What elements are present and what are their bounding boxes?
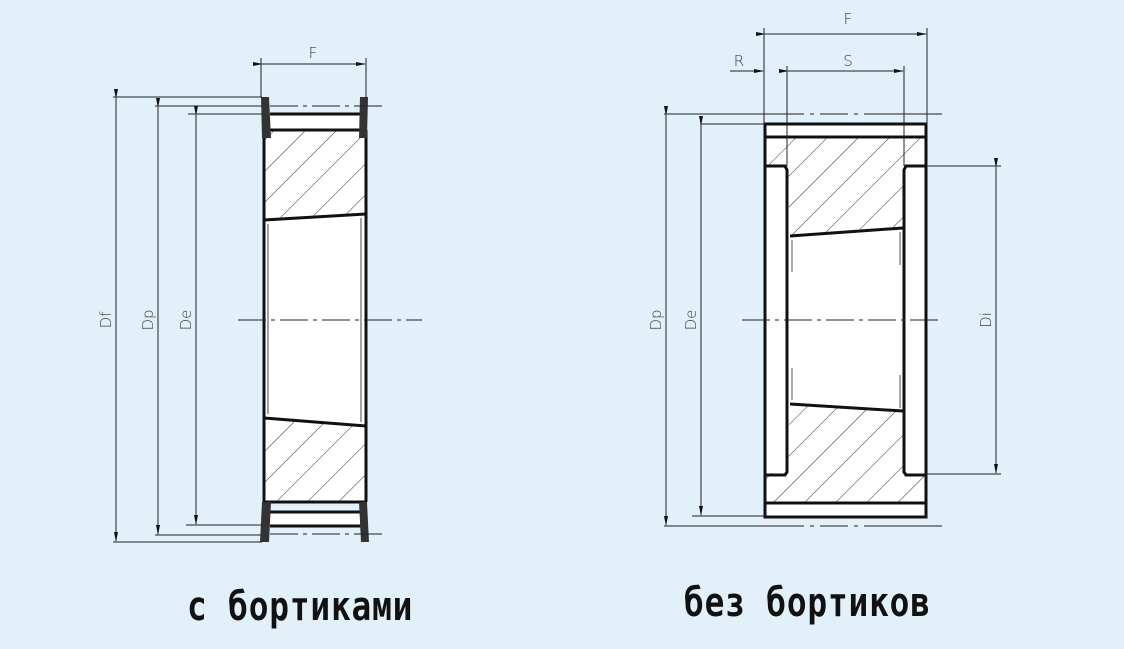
flange-right-bottom	[359, 502, 369, 542]
dim-label-r: R	[734, 52, 744, 70]
dim-label-dp-left: Dp	[139, 309, 157, 330]
dim-label-di: Di	[977, 312, 995, 328]
dim-label-dp-right: Dp	[647, 309, 665, 330]
caption-without-flanges: без бортиков	[684, 580, 931, 626]
left-pulley-view: F Df Dp De	[97, 44, 422, 543]
flange-left-bottom	[260, 502, 271, 542]
dim-label-df: Df	[97, 311, 115, 329]
hub-section-bottom	[264, 418, 366, 502]
right-pulley-view: F R S Dp De Di	[647, 10, 1001, 527]
flange-right-top	[359, 97, 368, 138]
caption-with-flanges: с бортиками	[187, 584, 414, 630]
dim-label-f-right: F	[844, 10, 853, 28]
dim-label-de-right: De	[682, 310, 700, 331]
dim-label-de-left: De	[177, 310, 195, 331]
hub-section-bottom	[765, 404, 926, 503]
hub-section-top	[765, 137, 926, 236]
dim-label-f: F	[309, 44, 318, 62]
flange-left-top	[261, 97, 271, 138]
hub-section-top	[264, 130, 366, 220]
dim-label-s: S	[843, 52, 853, 70]
